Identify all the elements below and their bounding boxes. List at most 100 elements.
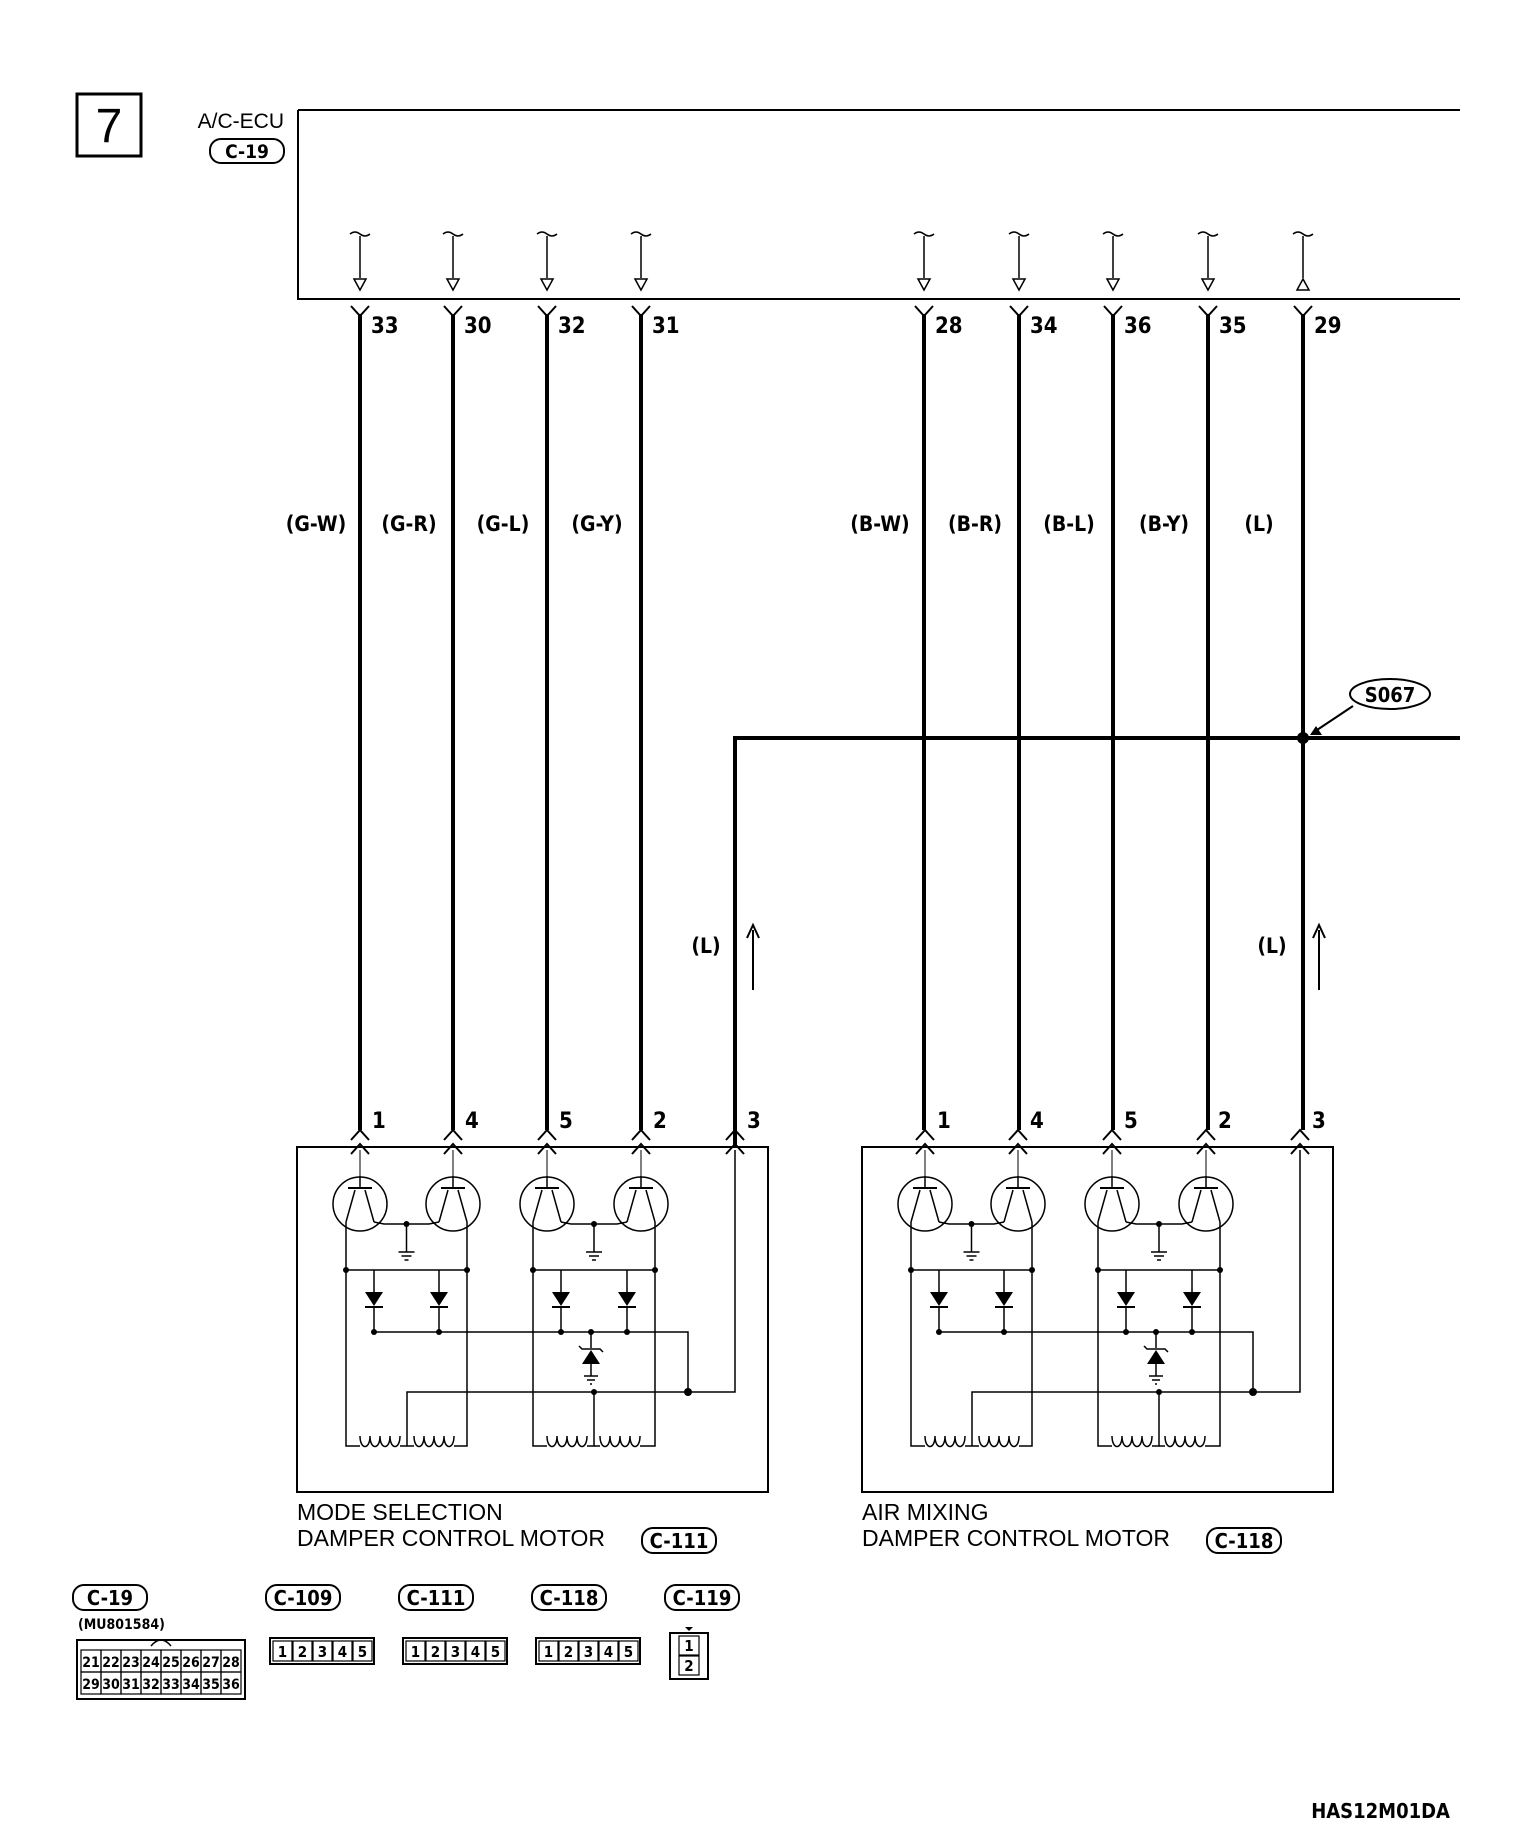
coil-winding — [359, 1435, 401, 1448]
ground-icon — [398, 1251, 415, 1261]
transistor-lead — [1097, 1189, 1108, 1223]
coil-winding — [978, 1435, 1020, 1448]
legend-housing — [535, 1637, 641, 1665]
collector-rail — [345, 1222, 468, 1271]
legend-pin-cell — [678, 1655, 700, 1676]
motor-1-connector-id: C-111 — [650, 1529, 709, 1553]
ecu-pin-36: 36 (B-L) — [1043, 231, 1152, 1130]
coil-lead — [587, 1392, 595, 1447]
legend-pin-number: 30 — [102, 1677, 120, 1693]
legend-pin-number: 5 — [491, 1643, 500, 1661]
coil-lead — [400, 1432, 414, 1447]
legend-pin-number: 21 — [82, 1655, 100, 1671]
ground-icon — [584, 1375, 598, 1385]
wire-color-label: (B-W) — [850, 512, 909, 536]
diode-symbol — [430, 1292, 448, 1306]
input-arrow — [445, 278, 461, 292]
ecu-pin-number: 36 — [1124, 314, 1152, 339]
ground-icon — [1151, 1251, 1167, 1261]
motor-pin-chevron — [915, 1142, 935, 1155]
diode-symbol — [1183, 1292, 1201, 1306]
legend-connector-id: C-119 — [673, 1586, 732, 1610]
motor-pin-chevron — [725, 1128, 745, 1141]
splice-id: S067 — [1365, 683, 1416, 707]
transistor-lead — [929, 1189, 940, 1223]
motor-pin-chevron — [1196, 1142, 1216, 1155]
legend-pin-number: 3 — [451, 1643, 460, 1661]
legend-pin-number: 2 — [298, 1643, 307, 1661]
motor-pin-chevron — [443, 1142, 463, 1155]
page-number-box — [75, 92, 143, 158]
ecu-pin-number: 35 — [1219, 314, 1247, 339]
motor-pin-chevron — [443, 1128, 463, 1141]
legend-pin-cell — [618, 1640, 639, 1662]
coil-lead — [1152, 1392, 1160, 1447]
coil-lead — [1019, 1270, 1033, 1447]
legend-pin-number: 28 — [222, 1655, 240, 1671]
motor-1-caption-line1: MODE SELECTION — [297, 1499, 503, 1525]
transistor-lead — [626, 1189, 637, 1223]
motor-pin-chevron — [350, 1128, 370, 1141]
diode-symbol — [930, 1292, 948, 1306]
input-arrow — [539, 278, 555, 292]
branch-wire-left-label: (L) — [691, 934, 720, 958]
legend-connector-tag — [664, 1584, 740, 1611]
break-symbol — [349, 231, 371, 237]
legend-pin-cell — [332, 1640, 353, 1662]
splice-leader-arrow — [1310, 726, 1322, 735]
legend-pin-number: 4 — [471, 1643, 480, 1661]
wire-color-label: (B-R) — [948, 512, 1002, 536]
motor-box — [296, 1146, 769, 1493]
output-arrow — [1295, 277, 1311, 291]
legend-pin-number: 29 — [82, 1677, 100, 1693]
input-arrow — [352, 278, 368, 292]
input-arrow — [1200, 278, 1216, 292]
cathode-bus-extension — [627, 1331, 689, 1392]
diode-symbol — [552, 1292, 570, 1306]
legend-pin-number: 5 — [624, 1643, 633, 1661]
motor-pin-chevron — [537, 1128, 557, 1141]
break-symbol — [913, 231, 935, 237]
common-line — [406, 1150, 736, 1432]
motor-1-connector-tag — [641, 1527, 717, 1554]
motor-pin-chevron — [631, 1142, 651, 1155]
legend-connector-tag — [265, 1584, 341, 1611]
legend-connector-id: C-19 — [87, 1586, 133, 1610]
page-number: 7 — [96, 100, 123, 153]
common-line — [971, 1150, 1301, 1432]
coil-winding — [1111, 1435, 1153, 1448]
legend-connector-id: C-111 — [407, 1586, 466, 1610]
collector-rail — [1097, 1222, 1221, 1271]
coil-winding — [546, 1435, 588, 1448]
legend-pin-number: 1 — [278, 1643, 287, 1661]
motor-2-caption-line1: AIR MIXING — [862, 1499, 989, 1525]
motor-pin-chevron — [915, 1128, 935, 1141]
junction-dot — [1156, 1389, 1162, 1395]
coil-lead — [1205, 1270, 1221, 1447]
footer-code: HAS12M01DA — [1311, 1799, 1450, 1823]
motor-pin-number: 1 — [937, 1109, 951, 1134]
wire-color-label: (G-W) — [286, 512, 347, 536]
transistor-lead — [910, 1189, 921, 1223]
legend-pin-number: 25 — [162, 1655, 180, 1671]
legend-pin-number: 34 — [182, 1677, 200, 1693]
transistor-lead — [1116, 1189, 1127, 1223]
collector-rail — [532, 1222, 656, 1271]
legend-pin-number: 1 — [544, 1643, 553, 1661]
motor-pin-number: 1 — [372, 1109, 386, 1134]
transistor-lead — [532, 1189, 543, 1223]
flow-arrow-left-head — [746, 922, 760, 939]
legend-pin-cell — [598, 1640, 619, 1662]
motor-pin-chevron — [350, 1142, 370, 1155]
ecu-pin-32: 32(G-L) — [477, 231, 586, 1130]
wire-color-label: (B-L) — [1043, 512, 1095, 536]
legend-pin-cell — [558, 1640, 579, 1662]
legend-pin-number: 2 — [431, 1643, 440, 1661]
legend-pin-cell — [220, 1671, 242, 1695]
return-wire — [733, 736, 1460, 1148]
diode-symbol — [995, 1292, 1013, 1306]
cathode-bus-extension — [1192, 1331, 1254, 1392]
transistor-lead — [1022, 1189, 1033, 1223]
